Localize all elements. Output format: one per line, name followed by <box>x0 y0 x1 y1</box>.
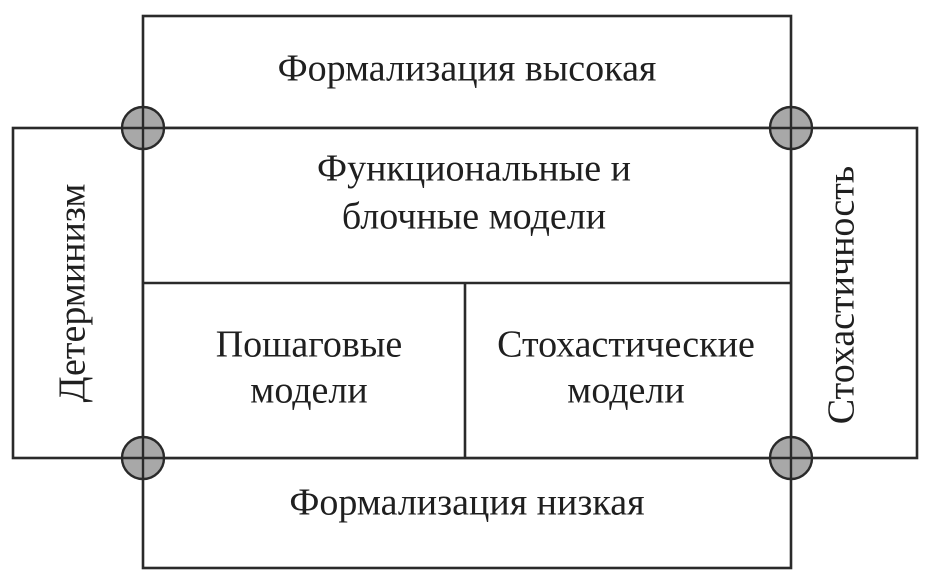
top-block-label: Формализация высокая <box>278 48 657 90</box>
center-right-label-line1: Стохастические <box>497 324 755 366</box>
right-block <box>789 126 919 460</box>
joint-top-left <box>120 105 166 151</box>
top-block <box>141 14 793 130</box>
bottom-block <box>141 456 793 570</box>
center-block <box>141 126 793 460</box>
joint-top-right <box>768 105 814 151</box>
center-left-label-line2: модели <box>250 370 367 412</box>
right-block-label: Стохастичность <box>821 166 863 424</box>
joint-bottom-left <box>120 435 166 481</box>
left-block-label: Детерминизм <box>52 184 94 403</box>
center-right-label-line2: модели <box>567 370 684 412</box>
left-block <box>11 126 145 460</box>
center-top-label-line1: Функциональные и <box>317 148 631 190</box>
bottom-block-label: Формализация низкая <box>289 482 644 524</box>
center-top-label-line2: блочные модели <box>342 196 606 238</box>
center-left-label-line1: Пошаговые <box>216 324 403 366</box>
joint-bottom-right <box>768 435 814 481</box>
